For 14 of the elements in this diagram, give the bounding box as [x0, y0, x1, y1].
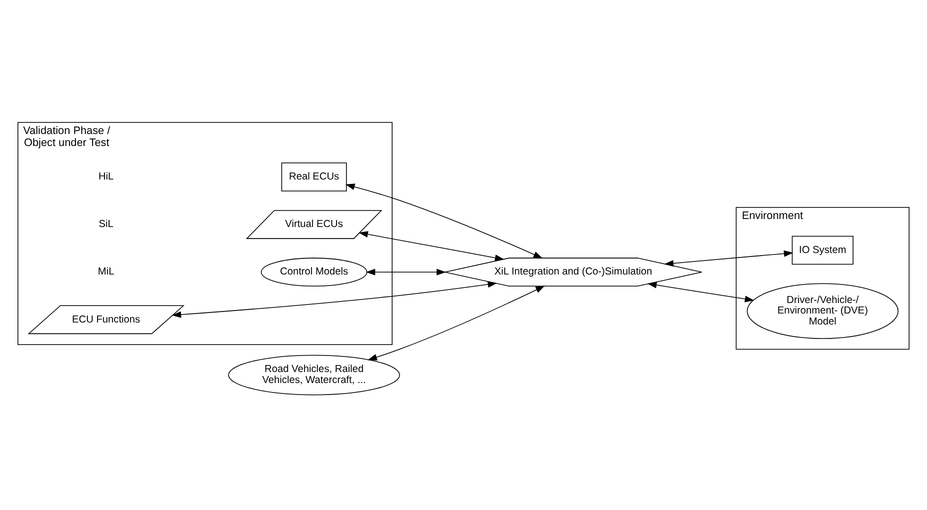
- node-box: IO System: [792, 235, 854, 264]
- arrow: [345, 183, 543, 258]
- arrow: [172, 280, 498, 318]
- arrow: [647, 281, 754, 302]
- arrow: [366, 268, 446, 275]
- node-box: Real ECUs: [281, 162, 347, 191]
- node-ellipse: Driver-/Vehicle-/ Environment- (DVE) Model: [746, 282, 898, 338]
- node-ellipse: Control Models: [260, 257, 368, 286]
- label: HiL: [98, 171, 114, 182]
- arrow: [358, 230, 504, 261]
- label: SiL: [98, 218, 114, 230]
- label: MiL: [98, 266, 114, 278]
- arrow: [368, 285, 545, 360]
- arrow: [664, 250, 794, 266]
